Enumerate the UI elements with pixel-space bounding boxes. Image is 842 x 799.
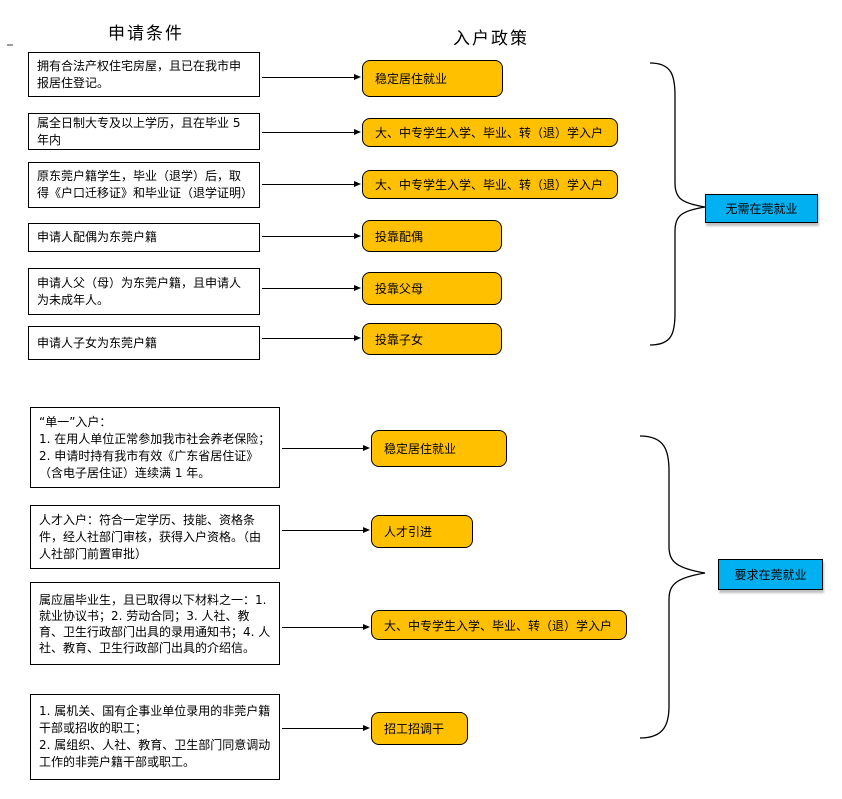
brace-icon	[639, 435, 706, 739]
policy-box: 大、中专学生入学、毕业、转（退）学入户	[362, 170, 618, 199]
arrow-connector	[282, 624, 370, 630]
arrow-connector	[262, 74, 361, 80]
arrow-connector	[282, 527, 370, 533]
policy-box: 稳定居住就业	[362, 60, 503, 97]
condition-box: 申请人父（母）为东莞户籍，且申请人为未成年人。	[28, 268, 260, 315]
policy-box: 投靠子女	[362, 323, 502, 355]
column-header-policies: 入户政策	[453, 29, 529, 49]
policy-box: 投靠父母	[362, 272, 502, 305]
policy-box: 招工招调干	[371, 712, 468, 745]
condition-box: 1. 属机关、国有企事业单位录用的非莞户籍干部或招收的职工； 2. 属组织、人社…	[30, 694, 280, 780]
policy-box: 人才引进	[371, 515, 473, 548]
policy-box: 稳定居住就业	[371, 430, 507, 467]
arrow-connector	[282, 725, 370, 731]
condition-box: 属全日制大专及以上学历，且在毕业 5 年内	[28, 113, 260, 150]
condition-box: 属应届毕业生，且已取得以下材料之一：1. 就业协议书；2. 劳动合同；3. 人社…	[30, 582, 280, 665]
condition-box: 申请人子女为东莞户籍	[28, 326, 260, 360]
column-header-conditions: 申请条件	[108, 24, 184, 44]
condition-box: 拥有合法产权住宅房屋，且已在我市申报居住登记。	[28, 52, 260, 97]
policy-box: 投靠配偶	[362, 220, 502, 252]
stray-mark	[7, 44, 13, 46]
policy-box: 大、中专学生入学、毕业、转（退）学入户	[362, 118, 618, 147]
arrow-connector	[262, 233, 361, 239]
arrow-connector	[262, 129, 361, 135]
group-label-no-job-needed: 无需在莞就业	[705, 194, 818, 223]
condition-box: 人才入户：符合一定学历、技能、资格条件，经人社部门审核，获得入户资格。（由人社部…	[30, 505, 280, 569]
arrow-connector	[262, 181, 361, 187]
arrow-connector	[262, 285, 361, 291]
arrow-connector	[282, 445, 370, 451]
arrow-connector	[262, 335, 361, 341]
policy-box: 大、中专学生入学、毕业、转（退）学入户	[371, 610, 627, 640]
group-label-job-required: 要求在莞就业	[718, 559, 823, 590]
condition-box: 申请人配偶为东莞户籍	[28, 223, 260, 252]
condition-box: “单一”入户： 1. 在用人单位正常参加我市社会养老保险； 2. 申请时持有我市…	[30, 407, 280, 488]
condition-box: 原东莞户籍学生，毕业（退学）后，取得《户口迁移证》和毕业证（退学证明）	[28, 162, 260, 208]
